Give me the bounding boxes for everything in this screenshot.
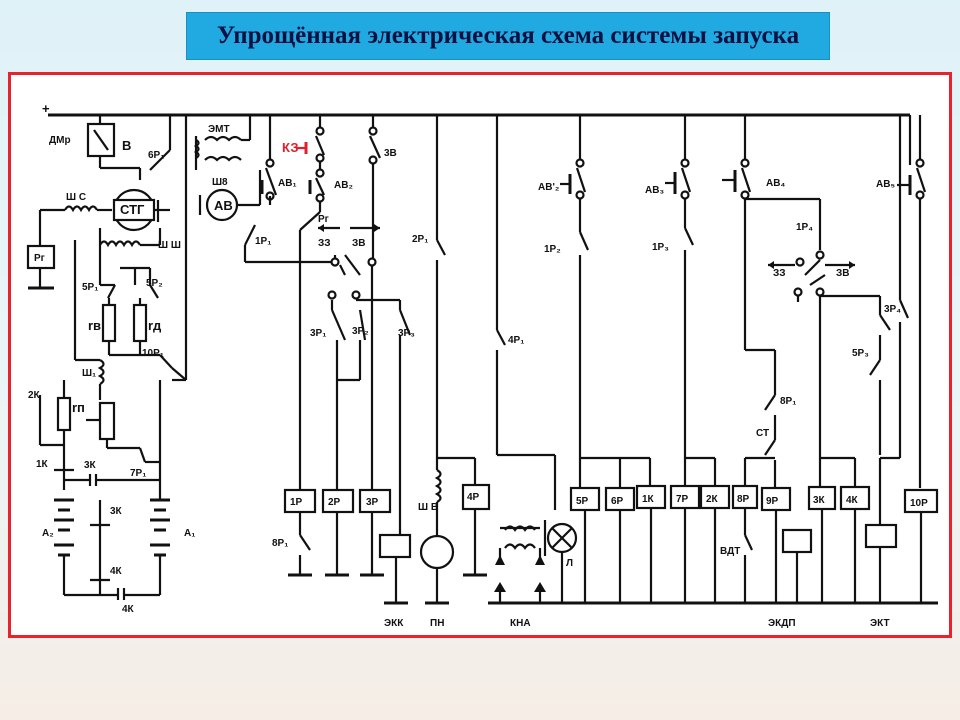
page-title: Упрощённая электрическая схема системы з… bbox=[216, 22, 800, 49]
box-10r-label: 10Р bbox=[910, 498, 928, 509]
sc-label: Ш С bbox=[66, 192, 86, 203]
r8-1-label: 8Р₁ bbox=[272, 538, 288, 549]
schematic: + bbox=[26, 101, 939, 629]
kna-label: КНА bbox=[510, 618, 531, 629]
r1-2-label: 1Р₂ bbox=[544, 244, 561, 255]
relay-coils-left bbox=[283, 488, 412, 605]
box-3k-label: 3К bbox=[813, 495, 826, 506]
box-4k-label: 4К bbox=[846, 495, 859, 506]
ab2p-label: АВ'₂ bbox=[538, 182, 559, 193]
r1-4-label: 1Р₄ bbox=[796, 222, 813, 233]
vdt-label: ВДТ bbox=[720, 546, 740, 557]
zz-label: ЗЗ bbox=[318, 238, 331, 249]
v-label: В bbox=[122, 138, 131, 153]
r3-2-label: 3Р₂ bbox=[352, 326, 369, 337]
box-7r-label: 7Р bbox=[676, 494, 689, 505]
emt-label: ЭМТ bbox=[208, 124, 230, 135]
box-3r-label: 3Р bbox=[366, 497, 379, 508]
zv-top-label: 3В bbox=[384, 148, 397, 159]
r4-1-label: 4Р₁ bbox=[508, 335, 524, 346]
box-6r-label: 6Р bbox=[611, 496, 624, 507]
rv-label: rв bbox=[88, 318, 101, 333]
ekdp-label: ЭКДП bbox=[768, 618, 796, 629]
stg-label: СТГ bbox=[120, 202, 145, 217]
r5-3-label: 5Р₃ bbox=[852, 348, 869, 359]
k3a-label: 3К bbox=[84, 460, 97, 471]
rp-label: rп bbox=[72, 400, 85, 415]
st-label: СТ bbox=[756, 428, 769, 439]
av2-prime-circuit bbox=[560, 115, 652, 488]
r10-1-label: 10Р₁ bbox=[142, 348, 164, 359]
av-label: АВ bbox=[214, 198, 233, 213]
k2-label: 2К bbox=[28, 390, 41, 401]
r7-1-label: 7Р₁ bbox=[130, 468, 146, 479]
box-2k-label: 2К bbox=[706, 494, 719, 505]
box-2r-label: 2Р bbox=[328, 497, 341, 508]
rg-switch bbox=[318, 224, 412, 535]
r3-1-label: 3Р₁ bbox=[310, 328, 326, 339]
box-8r-label: 8Р bbox=[737, 494, 750, 505]
pump-circuits bbox=[419, 115, 578, 605]
bus-wires bbox=[48, 113, 912, 165]
box-1k-label: 1К bbox=[642, 494, 655, 505]
box-1r-label: 1Р bbox=[290, 497, 303, 508]
relay-3r-coil bbox=[358, 488, 392, 514]
kz-label: КЗ bbox=[282, 140, 299, 155]
r8-1b-label: 8Р₁ bbox=[780, 396, 796, 407]
plus-label: + bbox=[42, 101, 50, 116]
av4-circuit bbox=[722, 115, 891, 488]
sh1-label: Ш₁ bbox=[82, 368, 96, 379]
ab2-label: АВ₂ bbox=[334, 180, 353, 191]
r3-4-label: 3Р₄ bbox=[884, 304, 901, 315]
starter-motor-circuit bbox=[193, 115, 335, 264]
contact-3v bbox=[368, 115, 382, 262]
shv-label: Ш В bbox=[418, 502, 438, 513]
av5-circuit bbox=[878, 115, 927, 525]
rd-label: rд bbox=[148, 318, 162, 333]
ab4-label: АВ₄ bbox=[766, 178, 785, 189]
box-9r-label: 9Р bbox=[766, 496, 779, 507]
kz-av2 bbox=[296, 115, 326, 490]
box-4r-label: 4Р bbox=[467, 492, 480, 503]
zv2-label: ЗВ bbox=[836, 268, 850, 279]
av3-circuit bbox=[665, 115, 717, 488]
r5-2-label: 5Р₂ bbox=[146, 278, 163, 289]
r5-1-label: 5Р₁ bbox=[82, 282, 98, 293]
relay-coils-right bbox=[569, 484, 939, 605]
zv-mid-label: ЗВ bbox=[352, 238, 366, 249]
box-5r-label: 5Р bbox=[576, 496, 589, 507]
a1-label: А₁ bbox=[184, 528, 195, 539]
pn-label: ПН bbox=[430, 618, 444, 629]
labels: ДМр В 6Р₁ ЭМТ Ш8 АВ АВ₁ КЗ АВ₂ 3В Ш С СТ… bbox=[28, 124, 928, 629]
ekk-label: ЭКК bbox=[384, 618, 404, 629]
r1-1-label: 1Р₁ bbox=[255, 236, 271, 247]
ab1-label: АВ₁ bbox=[278, 178, 297, 189]
k3b-label: 3К bbox=[110, 506, 123, 517]
r2-1-label: 2Р₁ bbox=[412, 234, 428, 245]
k4b-label: 4К bbox=[122, 604, 135, 615]
r1-3-label: 1Р₃ bbox=[652, 242, 669, 253]
generator-circuit bbox=[26, 115, 188, 600]
l-label: Л bbox=[566, 558, 573, 569]
sh8-label: Ш8 bbox=[212, 177, 228, 188]
k4a-label: 4К bbox=[110, 566, 123, 577]
dmr-label: ДМр bbox=[49, 135, 71, 146]
rg-label: Рг bbox=[318, 214, 329, 225]
title-bar: Упрощённая электрическая схема системы з… bbox=[186, 12, 830, 60]
k1-label: 1К bbox=[36, 459, 49, 470]
r3-3-label: 3Р₃ bbox=[398, 328, 415, 339]
a2-label: А₂ bbox=[42, 528, 54, 539]
ekt-label: ЭКТ bbox=[870, 618, 890, 629]
rg-box-label: Рг bbox=[34, 253, 45, 264]
r6-1-label: 6Р₁ bbox=[148, 150, 164, 161]
zz2-label: ЗЗ bbox=[773, 268, 786, 279]
ab5-label: АВ₅ bbox=[876, 179, 895, 190]
ab3-label: АВ₃ bbox=[645, 185, 664, 196]
shsh-label: Ш Ш bbox=[158, 240, 181, 251]
